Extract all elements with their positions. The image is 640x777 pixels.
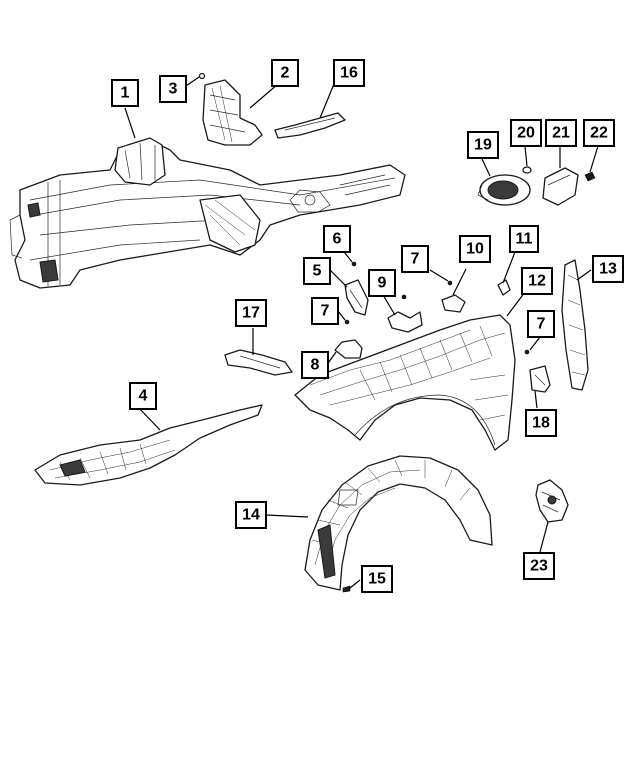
callout-16: 16 — [333, 59, 365, 87]
callout-6: 6 — [323, 225, 351, 253]
callout-label: 19 — [474, 137, 492, 154]
callout-12: 12 — [521, 267, 553, 295]
callout-label: 20 — [517, 125, 535, 142]
callout-23: 23 — [523, 552, 555, 580]
callout-4: 4 — [129, 382, 157, 410]
trim-panel-16-part — [274, 112, 346, 139]
callout-label: 12 — [528, 273, 546, 290]
frame-rail-assembly-part — [9, 137, 406, 289]
callout-label: 23 — [530, 558, 548, 575]
callout-label: 5 — [313, 263, 322, 280]
callout-label: 16 — [340, 65, 358, 82]
callout-label: 9 — [378, 275, 387, 292]
callout-label: 11 — [516, 231, 533, 248]
callout-label: 15 — [368, 571, 386, 588]
bracket-9-part — [387, 311, 423, 333]
wheelhouse-liner-part — [304, 455, 493, 591]
callout-21: 21 — [545, 119, 577, 147]
fuel-filler-door-part — [542, 167, 579, 206]
fastener-7-b-part — [344, 319, 350, 325]
callout-17: 17 — [235, 299, 267, 327]
fuel-door-housing-part — [477, 174, 531, 206]
bracket-18-part — [529, 365, 551, 393]
callout-label: 2 — [281, 65, 290, 82]
front-fender-part — [294, 314, 516, 451]
fastener-7-a-part — [447, 280, 453, 286]
callout-label: 13 — [599, 261, 617, 278]
callout-20: 20 — [510, 119, 542, 147]
fastener-3-part — [198, 72, 206, 80]
callout-7-a: 7 — [401, 245, 429, 273]
callout-label: 7 — [537, 316, 546, 333]
callout-label: 1 — [121, 85, 130, 102]
callout-22: 22 — [583, 119, 615, 147]
callout-label: 22 — [590, 125, 608, 142]
callout-19: 19 — [467, 131, 499, 159]
callout-5: 5 — [303, 257, 331, 285]
callout-10: 10 — [459, 235, 491, 263]
callout-14: 14 — [235, 501, 267, 529]
reinforcement-bracket-part — [202, 79, 263, 146]
callout-18: 18 — [525, 409, 557, 437]
callout-label: 4 — [139, 388, 148, 405]
bracket-8-part — [334, 339, 363, 359]
callout-3: 3 — [159, 75, 187, 103]
clip-20-part — [522, 166, 532, 174]
splash-shield-part — [34, 404, 263, 486]
callout-11: 11 — [509, 225, 539, 253]
fastener-6-part — [351, 261, 357, 267]
callout-2: 2 — [271, 59, 299, 87]
callout-label: 6 — [333, 231, 342, 248]
callout-8: 8 — [301, 351, 329, 379]
callout-9: 9 — [368, 269, 396, 297]
callout-label: 8 — [311, 357, 320, 374]
callout-label: 21 — [552, 125, 570, 142]
callout-7-b: 7 — [311, 297, 339, 325]
spring-22-part — [584, 171, 596, 182]
callout-15: 15 — [361, 565, 393, 593]
fastener-15-part — [342, 585, 351, 593]
callout-7-c: 7 — [527, 310, 555, 338]
fender-seal-13-part — [561, 259, 589, 391]
callout-13: 13 — [592, 255, 624, 283]
fastener-9-part — [401, 294, 407, 300]
callout-label: 3 — [169, 81, 178, 98]
callout-label: 7 — [321, 303, 330, 320]
fender-bracket-5-part — [344, 279, 369, 316]
fastener-11-part — [497, 279, 511, 296]
fastener-7-c-part — [524, 349, 530, 355]
callout-1: 1 — [111, 79, 139, 107]
callout-label: 17 — [242, 305, 260, 322]
module-23-part — [535, 479, 569, 523]
leader-lines — [124, 76, 599, 589]
bracket-17-part — [224, 349, 293, 376]
bracket-10-part — [441, 294, 466, 313]
callout-label: 18 — [532, 415, 550, 432]
callout-label: 14 — [242, 507, 260, 524]
callout-label: 7 — [411, 251, 420, 268]
callout-label: 10 — [466, 241, 484, 258]
